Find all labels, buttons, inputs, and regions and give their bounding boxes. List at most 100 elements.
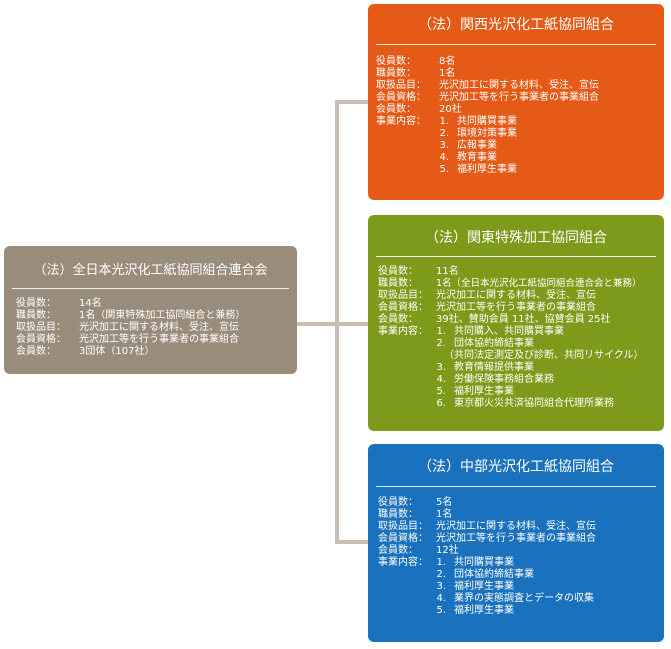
row-label: 会員資格： — [376, 92, 426, 103]
business-item: 2. 団体協約締結事業 — [436, 338, 644, 350]
row-value: 1名 — [436, 509, 453, 520]
item-text: 環境対策事業 — [457, 128, 517, 139]
kansai-row: 職員数： 1名 — [376, 68, 656, 80]
item-text: 教育情報提供事業 — [454, 362, 534, 373]
row-value: 11名 — [436, 266, 459, 277]
chubu-business-list: 1. 共同購買事業 2. 団体協約締結事業 3. 福利厚生事業 4. 業界の実態… — [436, 557, 594, 617]
row-label: 職員数： — [378, 509, 418, 520]
business-item: 2. 環境対策事業 — [439, 128, 517, 140]
federation-title: （法）全日本光沢化工紙協同組合連合会 — [33, 263, 268, 278]
row-label: 職員数： — [376, 68, 416, 79]
row-label: 職員数： — [16, 310, 56, 321]
kanto-divider — [376, 256, 656, 257]
row-label: 役員数： — [378, 266, 418, 277]
row-label: 取扱品目： — [378, 521, 428, 532]
row-value: 14名 — [79, 298, 102, 309]
business-item: 6. 東京都火災共済協同組合代理所業務 — [436, 398, 644, 410]
kanto-row: 会員資格： 光沢加工等を行う事業者の事業組合 — [378, 302, 658, 314]
row-value: 光沢加工に関する材料、受注、宣伝 — [439, 80, 599, 91]
kansai-row: 会員数： 20社 — [376, 104, 656, 116]
row-value: 1名（全日本光沢化工紙協同組合連合会と兼務） — [436, 278, 642, 289]
item-text: 福利厚生事業 — [454, 581, 514, 592]
connector-kanto — [335, 322, 368, 326]
item-number: 4. — [436, 593, 446, 604]
item-number: 2. — [436, 569, 446, 580]
row-value: 1名（関東特殊加工協同組合と兼務） — [79, 310, 246, 321]
chubu-row: 取扱品目： 光沢加工に関する材料、受注、宣伝 — [378, 521, 656, 533]
row-label: 会員数： — [378, 545, 418, 556]
row-value: 8名 — [439, 56, 456, 67]
row-label: 会員数： — [16, 346, 56, 357]
item-text: 団体協約締結事業 — [454, 338, 534, 349]
kanto-business-row: 事業内容： 1. 共同購入、共同購買事業 2. 団体協約締結事業 （共同法定測定… — [378, 326, 658, 410]
row-label: 会員資格： — [16, 334, 66, 345]
kanto-row: 職員数： 1名（全日本光沢化工紙協同組合連合会と兼務） — [378, 278, 658, 290]
business-item: 1. 共同購入、共同購買事業 — [436, 326, 644, 338]
item-number: 3. — [439, 140, 449, 151]
item-text: 福利厚生事業 — [454, 605, 514, 616]
row-label: 取扱品目： — [16, 322, 66, 333]
item-text: 労働保険事務組合業務 — [454, 374, 554, 385]
row-value: 光沢加工等を行う事業者の事業組合 — [436, 533, 596, 544]
business-item: 1. 共同購買事業 — [439, 116, 517, 128]
business-item: 5. 福利厚生事業 — [439, 164, 517, 176]
item-text: 東京都火災共済協同組合代理所業務 — [454, 398, 614, 409]
item-number: 2. — [436, 338, 446, 349]
item-text: 団体協約締結事業 — [454, 569, 534, 580]
kanto-card: （法）関東特殊加工協同組合 役員数： 11名 職員数： 1名（全日本光沢化工紙協… — [368, 215, 664, 431]
kanto-row: 役員数： 11名 — [378, 266, 658, 278]
federation-row: 職員数： 1名（関東特殊加工協同組合と兼務） — [16, 310, 287, 322]
business-item: 2. 団体協約締結事業 — [436, 569, 594, 581]
kansai-divider — [376, 44, 656, 45]
item-number: 5. — [436, 386, 446, 397]
kansai-row: 取扱品目： 光沢加工に関する材料、受注、宣伝 — [376, 80, 656, 92]
item-number: 1. — [439, 116, 449, 127]
chubu-row: 会員資格： 光沢加工等を行う事業者の事業組合 — [378, 533, 656, 545]
item-number: 1. — [436, 326, 446, 337]
chubu-business-row: 事業内容： 1. 共同購買事業 2. 団体協約締結事業 3. 福利厚生事業 4.… — [378, 557, 656, 617]
federation-card: （法）全日本光沢化工紙協同組合連合会 役員数： 14名 職員数： 1名（関東特殊… — [4, 246, 297, 374]
business-item: 4. 業界の実態調査とデータの収集 — [436, 593, 594, 605]
row-value: 3団体（107社） — [79, 346, 155, 357]
chubu-card: （法）中部光沢化工紙協同組合 役員数： 5名 職員数： 1名 取扱品目： 光沢加… — [368, 444, 664, 642]
item-number: 2. — [439, 128, 449, 139]
row-label: 取扱品目： — [378, 290, 428, 301]
kansai-row: 役員数： 8名 — [376, 56, 656, 68]
connector-federation-horizontal — [297, 322, 339, 326]
kansai-title: （法）関西光沢化工紙協同組合 — [418, 17, 614, 33]
item-text: 福利厚生事業 — [457, 164, 517, 175]
business-item: 3. 広報事業 — [439, 140, 517, 152]
row-label: 役員数： — [378, 497, 418, 508]
row-value: 5名 — [436, 497, 453, 508]
item-text: 共同購買事業 — [454, 557, 514, 568]
connector-chubu — [335, 540, 368, 544]
kansai-business-list: 1. 共同購買事業 2. 環境対策事業 3. 広報事業 4. 教育事業 5. — [439, 116, 517, 176]
row-label: 会員数： — [378, 314, 418, 325]
chubu-row: 職員数： 1名 — [378, 509, 656, 521]
row-label: 取扱品目： — [376, 80, 426, 91]
item-text: 教育事業 — [457, 152, 497, 163]
business-item: 4. 教育事業 — [439, 152, 517, 164]
row-value: 20社 — [439, 104, 462, 115]
row-label: 会員資格： — [378, 533, 428, 544]
row-value: 光沢加工に関する材料、受注、宣伝 — [436, 290, 596, 301]
kanto-row: 取扱品目： 光沢加工に関する材料、受注、宣伝 — [378, 290, 658, 302]
row-label: 職員数： — [378, 278, 418, 289]
row-value: 光沢加工に関する材料、受注、宣伝 — [436, 521, 596, 532]
business-item: 5. 福利厚生事業 — [436, 386, 644, 398]
business-item-note: （共同法定測定及び診断、共同リサイクル） — [444, 350, 644, 361]
business-item: 5. 福利厚生事業 — [436, 605, 594, 617]
business-item: 3. 福利厚生事業 — [436, 581, 594, 593]
business-item: 4. 労働保険事務組合業務 — [436, 374, 644, 386]
item-number: 5. — [439, 164, 449, 175]
item-number: 3. — [436, 362, 446, 373]
row-label: 役員数： — [16, 298, 56, 309]
item-text: 広報事業 — [457, 140, 497, 151]
business-label: 事業内容： — [378, 326, 428, 337]
item-text: 業界の実態調査とデータの収集 — [454, 593, 594, 604]
business-item: 3. 教育情報提供事業 — [436, 362, 644, 374]
kansai-row: 会員資格： 光沢加工等を行う事業者の事業組合 — [376, 92, 656, 104]
item-number: 3. — [436, 581, 446, 592]
item-number: 6. — [436, 398, 446, 409]
row-value: 12社 — [436, 545, 459, 556]
